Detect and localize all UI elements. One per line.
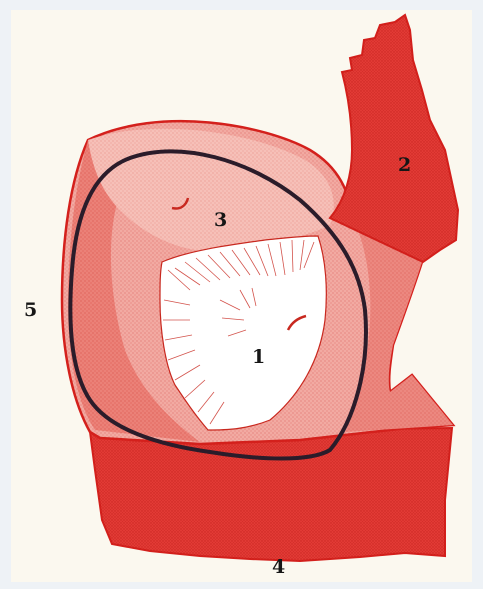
label-5: 5 — [24, 301, 37, 320]
label-3: 3 — [214, 211, 227, 230]
label-2: 2 — [398, 156, 411, 175]
label-4: 4 — [272, 558, 285, 577]
label-1: 1 — [252, 348, 265, 367]
